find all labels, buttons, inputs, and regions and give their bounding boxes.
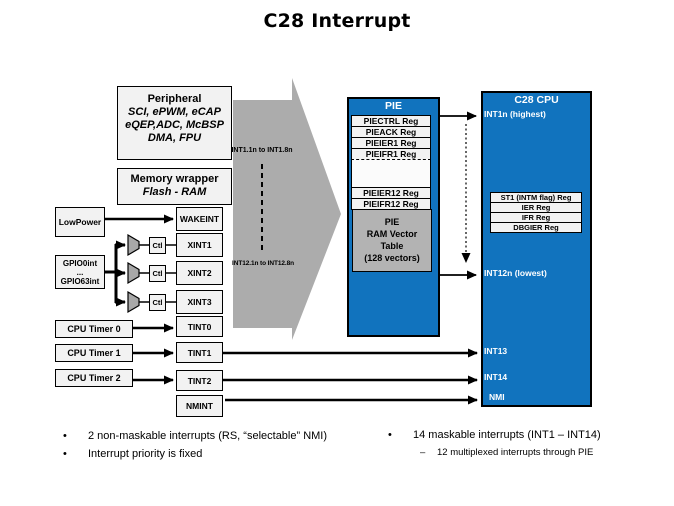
gpio-line: GPIO0int bbox=[62, 258, 98, 268]
ctl-box-2: Ctl bbox=[149, 265, 166, 282]
pie-title: PIE bbox=[385, 100, 402, 112]
xint1-box: XINT1 bbox=[176, 233, 223, 257]
note-text: 2 non-maskable interrupts (RS, “selectab… bbox=[88, 430, 328, 442]
peripheral-title: Peripheral bbox=[147, 93, 202, 105]
cpu-int13-label: INT13 bbox=[484, 346, 508, 356]
note-priority: • Interrupt priority is fixed bbox=[63, 448, 202, 460]
nmint-box: NMINT bbox=[176, 395, 223, 417]
memory-wrapper-title: Memory wrapper bbox=[130, 173, 219, 185]
ctl-box-1: Ctl bbox=[149, 237, 166, 254]
peripheral-line: eQEP,ADC, McBSP bbox=[125, 119, 224, 131]
gpio-line: GPIO63int bbox=[60, 276, 100, 286]
wakeint-box: WAKEINT bbox=[176, 207, 223, 231]
xint3-box: XINT3 bbox=[176, 290, 223, 314]
peripheral-line: SCI, ePWM, eCAP bbox=[128, 106, 221, 118]
memory-wrapper-line: Flash - RAM bbox=[142, 186, 207, 198]
note-text: Interrupt priority is fixed bbox=[88, 448, 203, 460]
bus-label-int1: INT1.1n to INT1.8n bbox=[231, 147, 293, 154]
bullet-icon: • bbox=[63, 448, 67, 460]
cpu-nmi-label: NMI bbox=[489, 392, 505, 402]
note-maskable: • 14 maskable interrupts (INT1 – INT14) bbox=[388, 429, 601, 441]
xint2-box: XINT2 bbox=[176, 261, 223, 285]
gpio-box: GPIO0int ... GPIO63int bbox=[55, 255, 105, 289]
cpu-int1n-label: INT1n (highest) bbox=[484, 109, 546, 119]
peripheral-box: Peripheral SCI, ePWM, eCAP eQEP,ADC, McB… bbox=[117, 86, 232, 160]
cpu-int12n-label: INT12n (lowest) bbox=[484, 268, 547, 278]
cpu-int14-label: INT14 bbox=[484, 372, 508, 382]
cpu-timer2-box: CPU Timer 2 bbox=[55, 369, 133, 387]
bullet-icon: • bbox=[63, 430, 67, 442]
cpu-timer1-box: CPU Timer 1 bbox=[55, 344, 133, 362]
note-text: 12 multiplexed interrupts through PIE bbox=[437, 447, 594, 458]
vector-table-line: RAM Vector bbox=[366, 229, 418, 239]
peripheral-line: DMA, FPU bbox=[147, 132, 202, 144]
note-multiplexed: – 12 multiplexed interrupts through PIE bbox=[420, 447, 593, 458]
tint2-box: TINT2 bbox=[176, 370, 223, 391]
bus-arrow-polygon bbox=[233, 78, 341, 340]
pie-register-continuation bbox=[351, 159, 431, 188]
vector-table-line: PIE bbox=[384, 217, 400, 227]
gpio-ellipsis: ... bbox=[76, 267, 84, 277]
ctl-box-3: Ctl bbox=[149, 294, 166, 311]
bullet-icon: • bbox=[388, 429, 392, 441]
cpu-timer0-box: CPU Timer 0 bbox=[55, 320, 133, 338]
note-nonmaskable: • 2 non-maskable interrupts (RS, “select… bbox=[63, 430, 327, 442]
pie-ram-vector-table: PIE RAM Vector Table (128 vectors) bbox=[352, 209, 432, 272]
cpu-title: C28 CPU bbox=[514, 94, 559, 106]
note-text: 14 maskable interrupts (INT1 – INT14) bbox=[413, 429, 601, 441]
memory-wrapper-box: Memory wrapper Flash - RAM bbox=[117, 168, 232, 205]
page-title: C28 Interrupt bbox=[263, 10, 411, 32]
dash-icon: – bbox=[420, 447, 426, 458]
lowpower-box: LowPower bbox=[55, 207, 105, 237]
vector-table-line: Table bbox=[380, 241, 404, 251]
tint1-box: TINT1 bbox=[176, 342, 223, 363]
tint0-box: TINT0 bbox=[176, 316, 223, 337]
bus-label-int12: INT12.1n to INT12.8n bbox=[232, 260, 294, 267]
cpu-register: DBGIER Reg bbox=[490, 222, 582, 233]
c28-cpu-block bbox=[481, 91, 592, 407]
vector-table-line: (128 vectors) bbox=[364, 253, 420, 263]
